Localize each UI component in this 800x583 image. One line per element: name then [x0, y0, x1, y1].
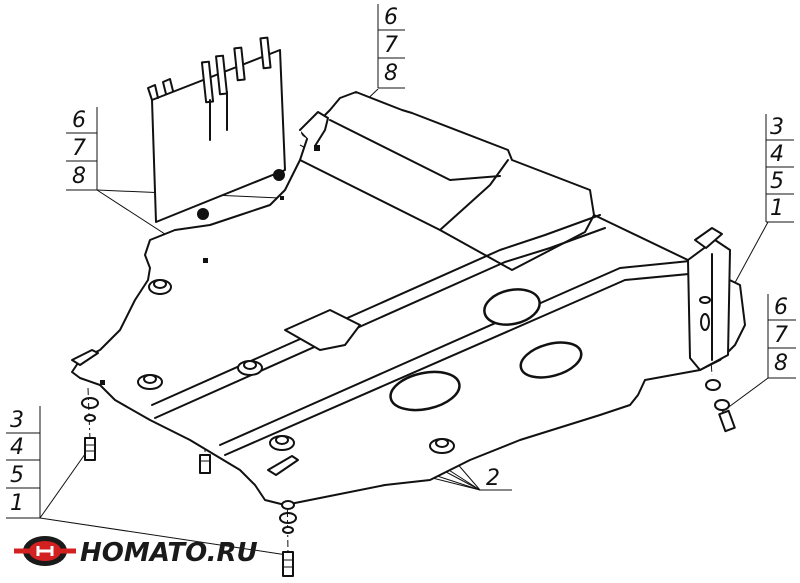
- bolt-center-left: [199, 454, 211, 474]
- callout-num: 8: [384, 61, 398, 86]
- callout-right-upper: 3 4 5 1: [765, 114, 794, 223]
- callout-num: 6: [384, 5, 398, 30]
- grommet-3: [237, 360, 263, 376]
- grommet-1: [148, 279, 172, 295]
- callout-num: 4: [770, 142, 784, 167]
- callout-num: 3: [10, 408, 24, 433]
- callout-num: 6: [72, 108, 86, 133]
- callout-num: 8: [774, 351, 788, 376]
- callout-num: 1: [770, 196, 784, 221]
- callout-top-center: 6 7 8: [377, 4, 405, 89]
- callout-num: 2: [486, 466, 500, 491]
- grommet-5: [429, 438, 455, 454]
- bolt-stack-bottom: [279, 500, 297, 577]
- grommets: [137, 279, 455, 454]
- callout-num: 5: [10, 463, 24, 488]
- grommet-4: [269, 435, 295, 451]
- callout-num: 3: [770, 115, 784, 140]
- callout-left-lower: 3 4 5 1: [6, 406, 41, 519]
- callout-bottom-center: 2: [480, 466, 512, 491]
- logo-text: HOMATO.RU: [80, 538, 258, 568]
- bolt-stack-right: [714, 399, 736, 433]
- left-bracket-lower: [71, 349, 299, 476]
- callout-left-upper: 6 7 8: [66, 107, 98, 191]
- callout-right-lower: 6 7 8: [767, 294, 796, 379]
- skid-plate: [71, 91, 746, 506]
- callout-num: 8: [72, 164, 86, 189]
- callout-num: 5: [770, 169, 784, 194]
- callout-num: 7: [384, 33, 398, 58]
- callout-num: 7: [72, 136, 86, 161]
- right-bracket: [687, 227, 731, 391]
- callout-num: 7: [774, 323, 788, 348]
- callout-num: 1: [10, 491, 24, 516]
- callout-num: 4: [10, 435, 24, 460]
- homato-logo: HOMATO.RU: [14, 536, 258, 568]
- callout-num: 6: [774, 295, 788, 320]
- grommet-2: [137, 374, 163, 390]
- bolt-stack-left: [81, 397, 99, 461]
